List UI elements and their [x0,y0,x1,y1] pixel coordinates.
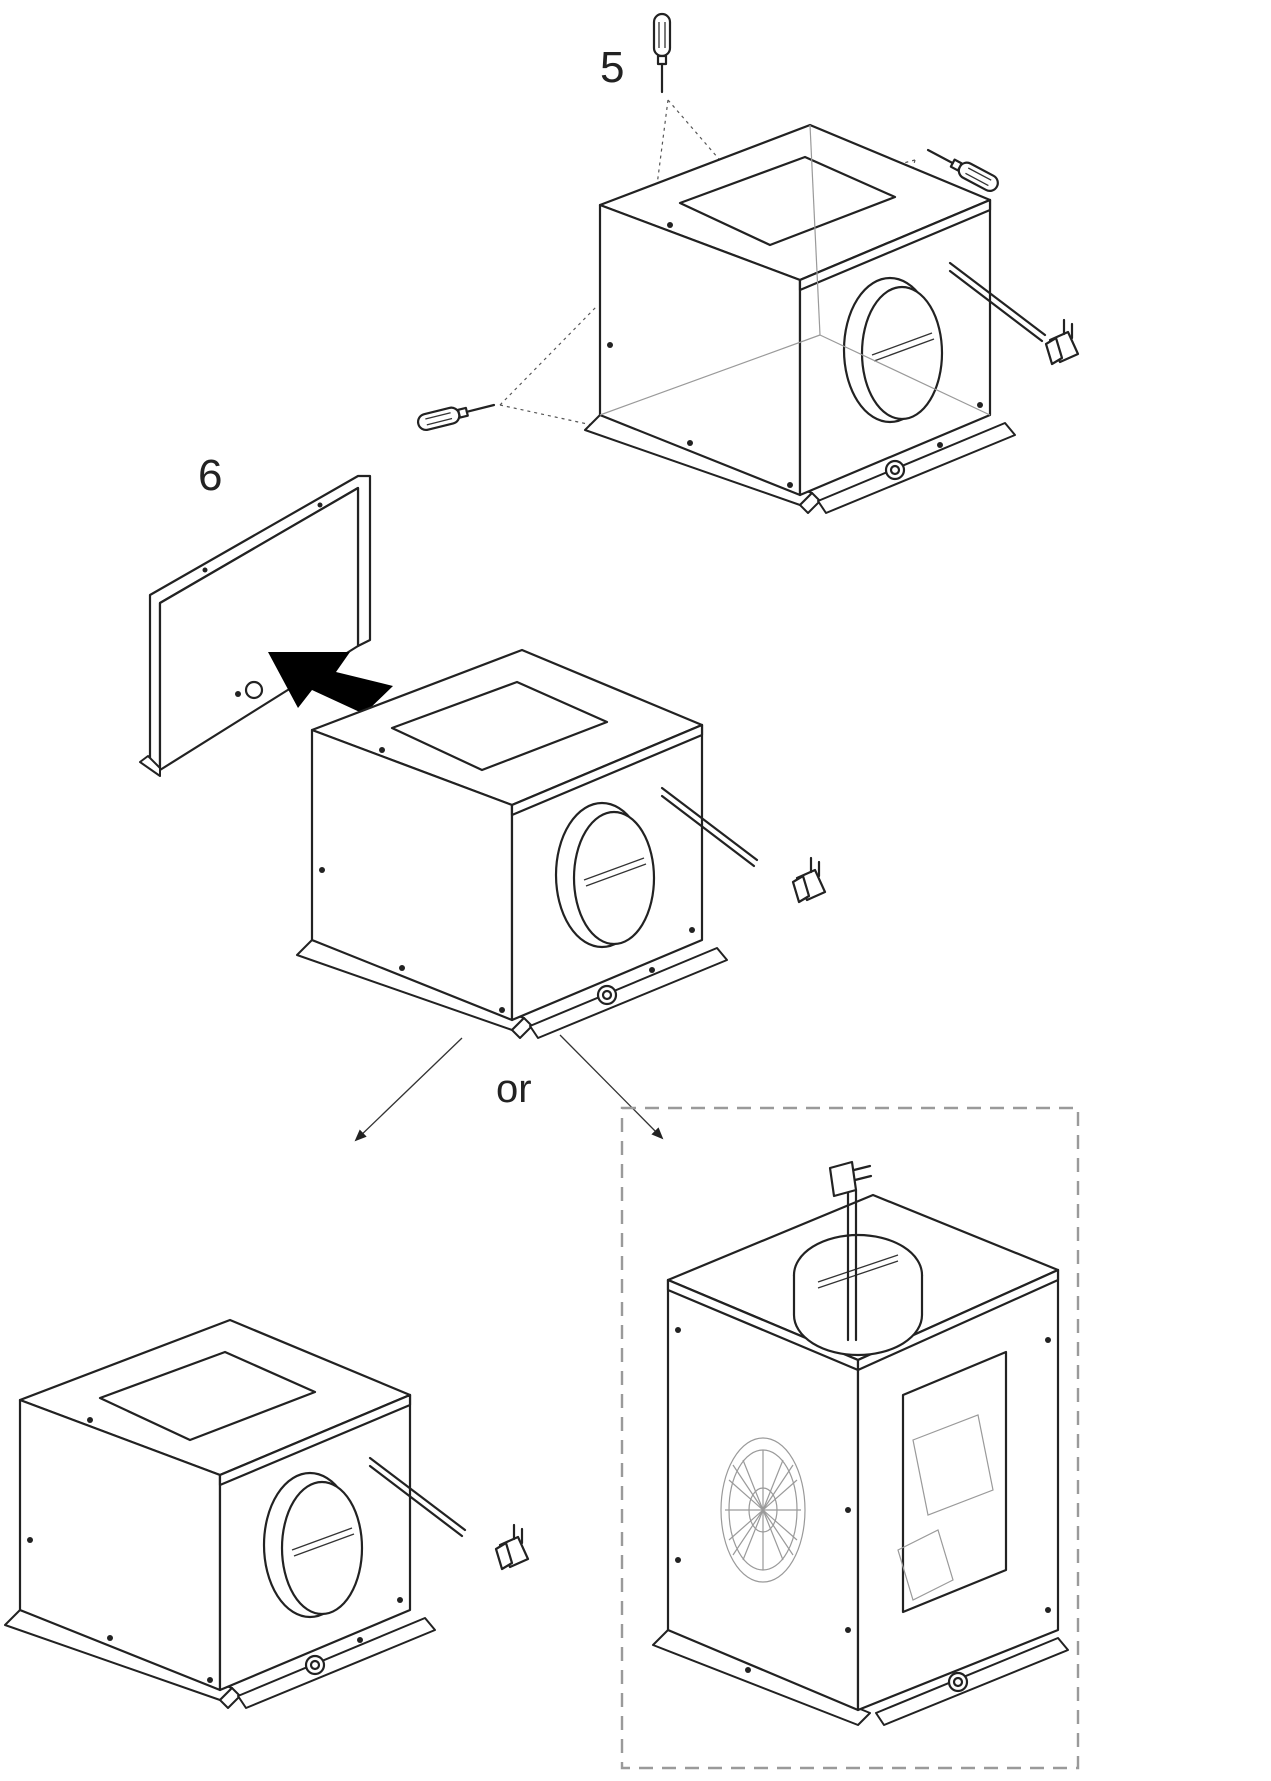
step-5-label: 5 [600,43,624,92]
step-6-label: 6 [198,451,222,500]
alternative-frame [620,1106,1080,1770]
result-horizontal-outlet [3,1318,530,1710]
branch-arrow-right [559,1034,664,1140]
plug-icon [828,1160,873,1198]
direction-arrow-icon [268,652,393,714]
screwdriver-icon [415,396,498,433]
step-5-illustration: 5 [415,12,1080,515]
branch-arrow-left [354,1037,463,1142]
or-label: or [496,1067,532,1111]
result-vertical-outlet [620,1106,1080,1770]
screwdriver-icon [652,12,672,94]
side-panel [139,474,372,777]
step-6-illustration: 6 or [139,451,827,1142]
